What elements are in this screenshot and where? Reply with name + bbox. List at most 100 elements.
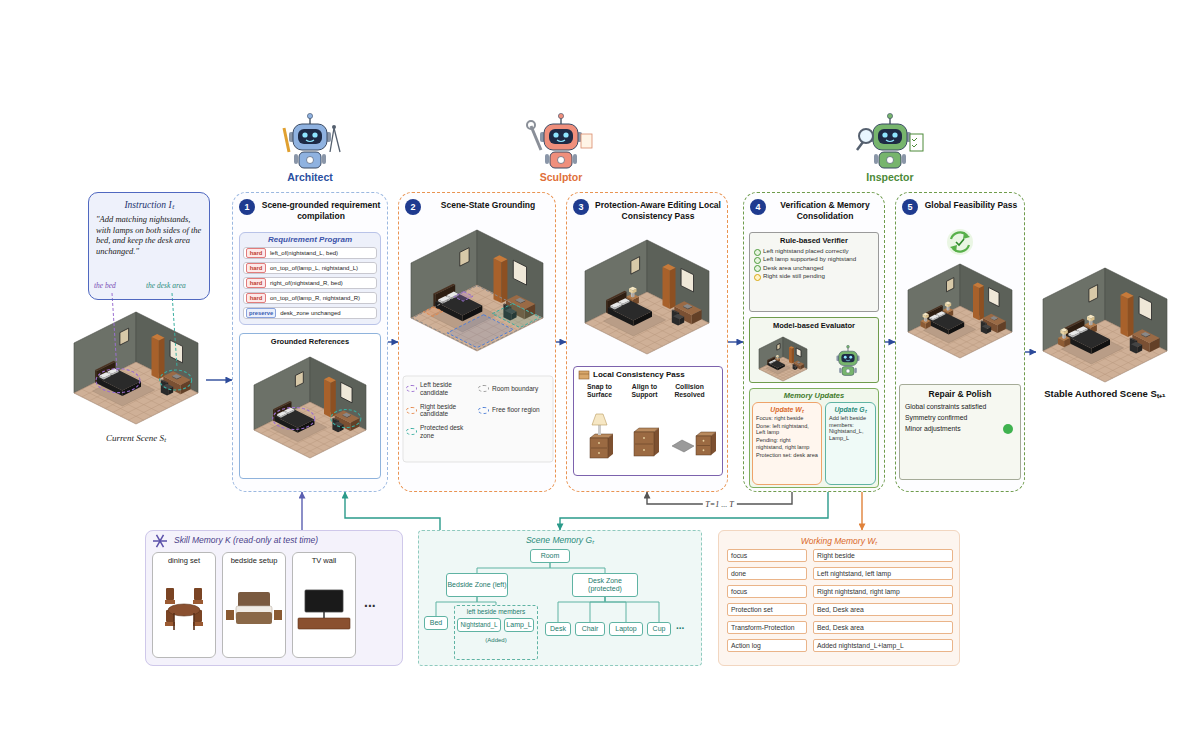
editing-illustration-part: [585, 292, 709, 354]
node-text: 5: [902, 199, 918, 215]
bedside-picture-part: [226, 610, 234, 620]
grounded-reference-illustration-part: [324, 379, 331, 417]
feasibility-illustration-part: [981, 321, 987, 324]
node-text: Protection set: desk area: [756, 452, 818, 459]
snowflake-icon: [153, 535, 167, 547]
node-text: 4: [750, 199, 766, 215]
cycle-icon-part: [956, 239, 964, 245]
final-scene-illustration-part: [1128, 296, 1134, 337]
evaluator-robot-part: [846, 360, 850, 362]
stage-panel: Protection-Aware Editing Local Consisten…: [566, 192, 728, 492]
box-fill: [609, 622, 643, 636]
box-fill: [243, 292, 377, 304]
box-fill: [825, 402, 876, 485]
dining-set-picture-part: [166, 588, 174, 600]
architect-robot-part: [294, 154, 298, 164]
box-fill: [145, 530, 403, 666]
node-text: bedside setup: [226, 556, 282, 565]
node-text: Room: [541, 552, 560, 560]
node-text: hard: [246, 263, 266, 273]
grounded-reference-illustration-part: [254, 402, 366, 458]
leader-line-part: [112, 293, 117, 371]
bedside-picture: [226, 592, 282, 624]
node-text: dining set: [156, 556, 212, 565]
sculptor-robot-part: [544, 124, 578, 150]
box-fill: [899, 384, 1021, 480]
legend-text: Right beside candidate: [420, 403, 478, 419]
cycle-icon-part: [947, 229, 973, 255]
tv-wall-picture-part: [305, 590, 343, 612]
align-icon-part: [643, 437, 645, 439]
scene-grounding-illustration-part: [438, 296, 450, 302]
box-fill: [566, 192, 728, 492]
node-text: focus: [727, 585, 807, 598]
current-scene-illustration-part: [96, 369, 140, 393]
grounded-reference-illustration-part: [273, 407, 315, 429]
edge-label: T=1 ... T: [702, 500, 736, 509]
node-text: on_top_of(lamp_R, nightstand_R): [270, 294, 360, 303]
evaluator-robot-part: [842, 367, 854, 376]
inspector-robot-part: [874, 154, 878, 164]
evaluator-box: Model-based Evaluator: [749, 317, 879, 383]
box-fill: [504, 618, 534, 632]
node-text: focus: [727, 549, 807, 562]
tree-node: Laptop: [609, 622, 643, 636]
tree-node: Bedside Zone (left): [446, 573, 508, 597]
current-scene-illustration-part: [162, 384, 173, 390]
legend-ground: [403, 376, 553, 462]
node-text: Global constraints satisfied: [905, 402, 1015, 413]
current-scene-illustration: [74, 312, 198, 424]
node-text: Collision Resolved: [667, 383, 712, 399]
node-text: Local Consistency Pass: [577, 370, 719, 379]
scene-grounding-illustration-part: [501, 259, 507, 303]
editing-illustration-part: [673, 314, 684, 320]
align-icon: [634, 428, 659, 456]
box-fill: [749, 317, 879, 383]
node-text: Bed, Desk area: [813, 621, 953, 634]
ellipsis: ...: [364, 594, 376, 610]
final-scene-illustration-part: [1066, 327, 1110, 349]
node-text: Right side still pending: [754, 272, 874, 280]
memory-row: Transform-ProtectionBed, Desk area: [727, 621, 953, 634]
node-text: Desk: [550, 625, 566, 633]
box-fill: [243, 262, 377, 274]
architect-robot-part: [307, 113, 312, 118]
grounded-references: Grounded References: [239, 333, 381, 479]
current-scene-illustration-part: [152, 334, 165, 341]
agent-name: Inspector: [850, 171, 930, 183]
evaluator-illustration-part: [759, 357, 807, 381]
node-text: 1: [239, 199, 255, 215]
box-fill: [398, 192, 556, 492]
skill-card: bedside setup: [222, 552, 286, 658]
box-fill: [749, 232, 879, 312]
legend-swatch: [406, 407, 417, 414]
evaluator-illustration-part: [789, 347, 792, 363]
architect-robot: [284, 113, 340, 168]
scene-figure: Stable Authored Scene Sₜ₊₁: [1036, 262, 1174, 442]
node-text: Stable Authored Scene Sₜ₊₁: [1036, 388, 1174, 400]
evaluator-illustration-part: [777, 356, 778, 358]
stage-panel: Scene-State Grounding2: [398, 192, 556, 492]
evaluator-illustration-part: [776, 355, 779, 356]
inspector-robot-part: [889, 118, 891, 124]
node-text: Skill Memory K (read-only at test time): [174, 535, 396, 545]
editing-illustration-part: [610, 302, 621, 308]
scene-grounding-illustration-part: [494, 258, 502, 303]
dining-set-picture-part: [168, 604, 200, 616]
current-scene-illustration-part: [160, 370, 192, 390]
node-text: Add left beside members: Nightstand_L, L…: [829, 415, 872, 442]
memory-row: Action logAdded nightstand_L+lamp_L: [727, 639, 953, 652]
sculptor-robot-part: [553, 132, 558, 137]
node-text: 3: [573, 199, 589, 215]
node-text: Bedside Zone (left): [447, 581, 506, 589]
node-text: Symmetry confirmed: [905, 413, 1015, 424]
reference-label: the desk area: [146, 281, 186, 290]
cycle-icon-part: [963, 232, 970, 239]
final-scene-illustration: [1043, 268, 1167, 382]
box-fill: [446, 573, 508, 597]
architect-robot-part: [299, 152, 321, 168]
final-scene-illustration-part: [1139, 297, 1151, 320]
grounding-overlay-part: [412, 286, 541, 351]
sculptor-robot-part: [581, 134, 592, 148]
memory-row: focusRight beside: [727, 549, 953, 562]
